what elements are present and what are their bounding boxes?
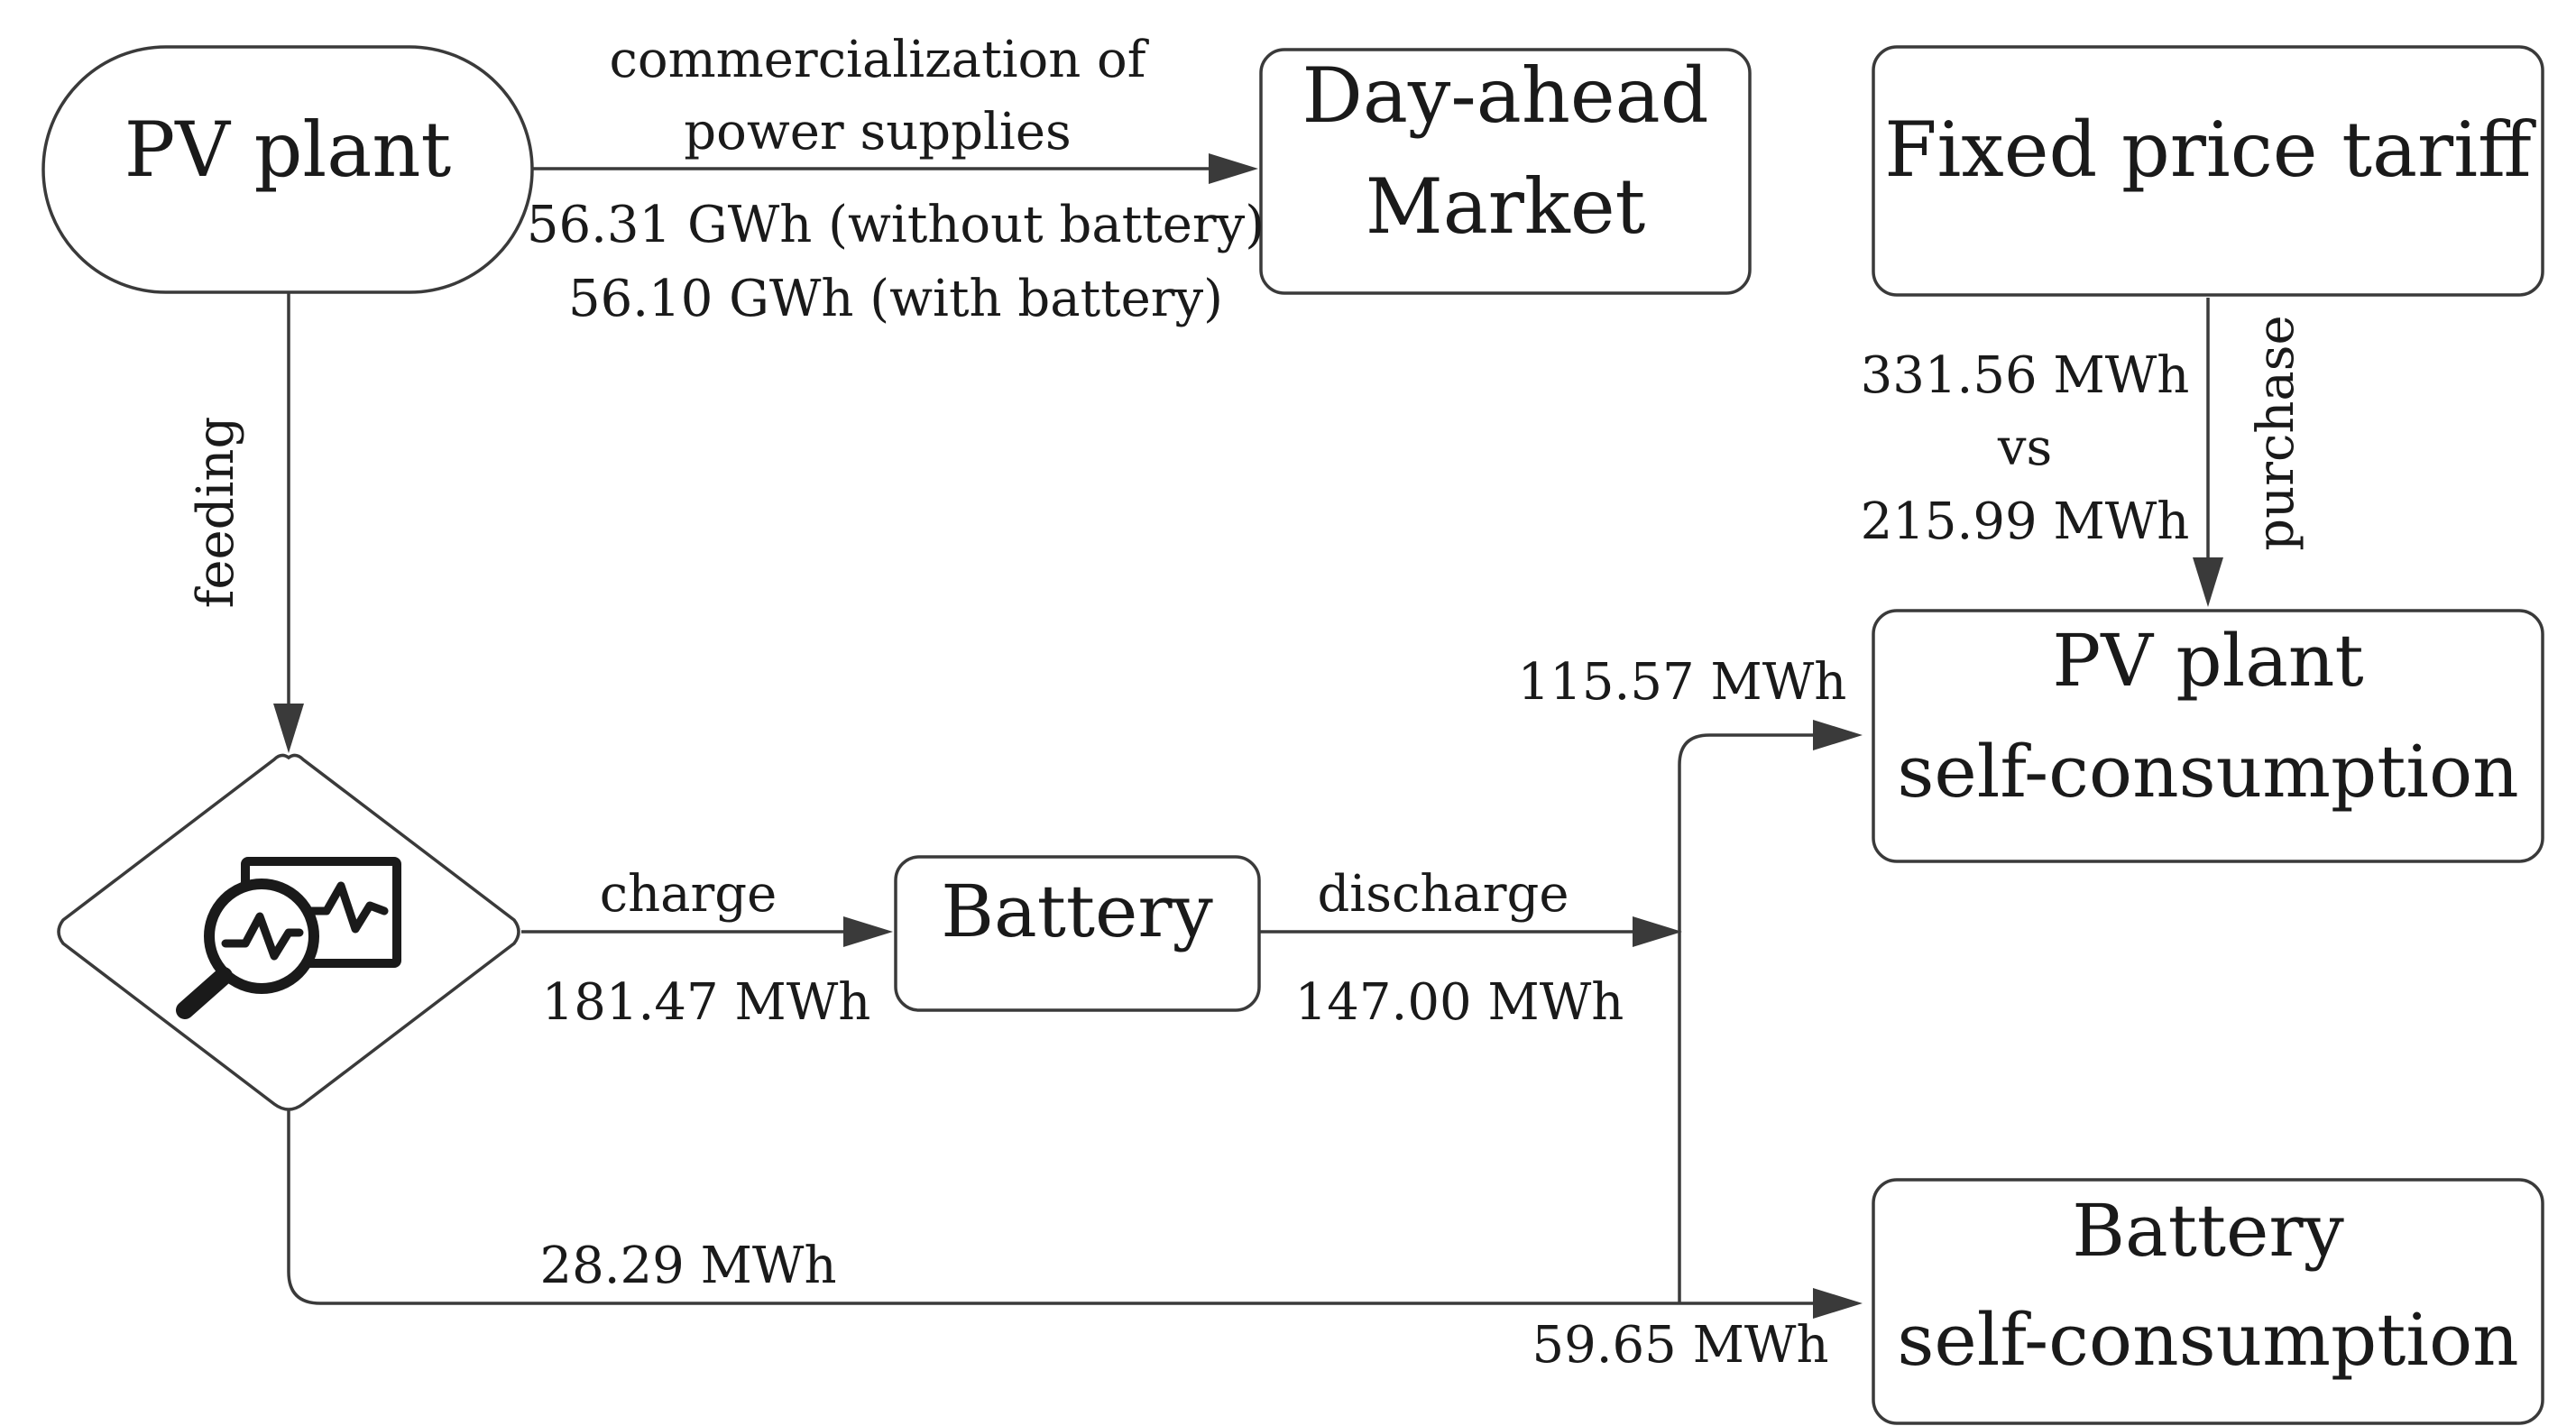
label-to-battery-self: 59.65 MWh xyxy=(1532,1316,1828,1375)
arrowhead-battery xyxy=(843,916,893,947)
node-day-ahead-line2: Market xyxy=(1366,162,1646,251)
label-commercialization-line2: power supplies xyxy=(684,103,1071,161)
label-purchase: purchase xyxy=(2247,315,2305,550)
arrowhead-market xyxy=(1209,153,1258,184)
node-battery-self-line2: self-consumption xyxy=(1897,1298,2518,1382)
node-fixed-price-tariff-label: Fixed price tariff xyxy=(1884,106,2536,194)
node-pv-self-consumption: PV plant self-consumption xyxy=(1872,609,2544,863)
arrowhead-discharge xyxy=(1633,916,1682,947)
node-pv-self-line2: self-consumption xyxy=(1897,730,2518,814)
node-battery-label: Battery xyxy=(941,869,1213,953)
label-market-without-battery: 56.31 GWh (without battery) xyxy=(527,196,1265,254)
label-market-with-battery: 56.10 GWh (with battery) xyxy=(568,270,1223,328)
label-purchase-value-2: 215.99 MWh xyxy=(1861,492,2190,551)
node-battery-self-consumption: Battery self-consumption xyxy=(1872,1178,2544,1425)
label-commercialization-line1: commercialization of xyxy=(610,31,1150,89)
arrowhead-controller xyxy=(273,704,304,753)
node-pv-self-line1: PV plant xyxy=(2052,619,2363,703)
label-feeding: feeding xyxy=(187,417,245,609)
label-to-pv-self: 115.57 MWh xyxy=(1518,653,1847,712)
arrowhead-battery-self xyxy=(1813,1288,1863,1319)
arrowhead-purchase xyxy=(2193,557,2223,607)
node-day-ahead-line1: Day-ahead xyxy=(1302,51,1708,140)
label-discharge: discharge xyxy=(1317,865,1569,924)
label-charge: charge xyxy=(600,865,777,924)
arrowhead-pv-self xyxy=(1813,720,1863,750)
node-day-ahead-market: Day-ahead Market xyxy=(1259,48,1752,295)
node-pv-plant-label: PV plant xyxy=(124,106,452,194)
edge-controller-to-battery-self xyxy=(287,1108,1813,1305)
label-charge-value: 181.47 MWh xyxy=(542,973,871,1032)
label-purchase-vs: vs xyxy=(1997,419,2052,477)
edge-junction-to-pv-self xyxy=(1678,733,1813,1303)
node-battery: Battery xyxy=(894,855,1261,1012)
monitoring-analysis-icon xyxy=(176,857,401,1019)
node-battery-self-line1: Battery xyxy=(2072,1189,2344,1273)
label-purchase-value-1: 331.56 MWh xyxy=(1861,346,2190,405)
node-controller xyxy=(57,753,520,1111)
node-fixed-price-tariff: Fixed price tariff xyxy=(1872,45,2544,297)
label-discharge-value: 147.00 MWh xyxy=(1295,973,1624,1032)
node-pv-plant: PV plant xyxy=(41,45,534,294)
label-direct-value: 28.29 MWh xyxy=(539,1237,836,1295)
